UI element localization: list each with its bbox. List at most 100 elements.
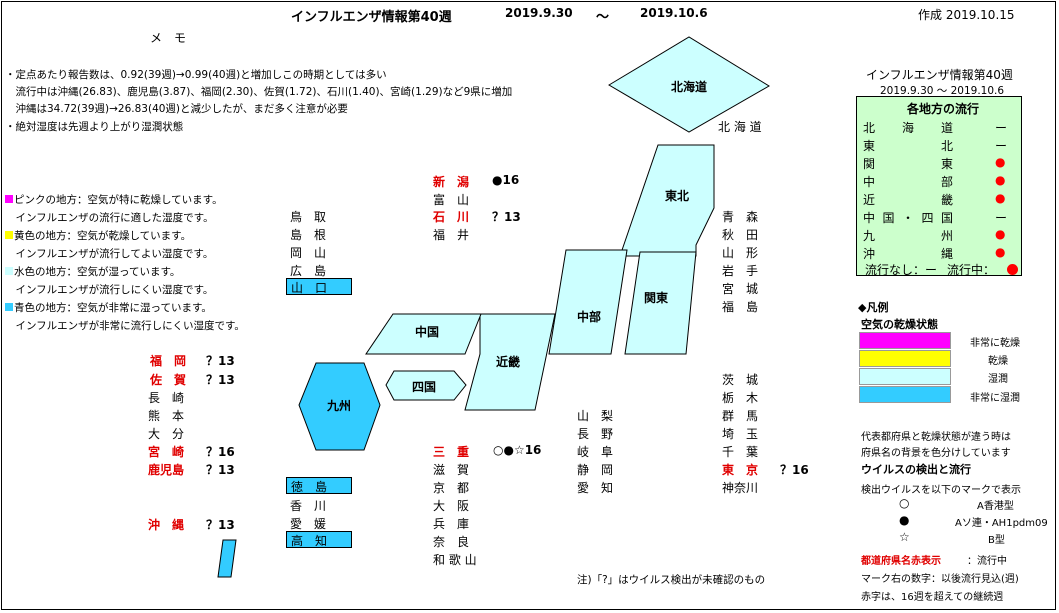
status-row: 関東● bbox=[863, 155, 1013, 172]
status-region: 九州 bbox=[863, 229, 953, 243]
pref-shiga: 滋 賀 bbox=[433, 463, 470, 477]
status-active-icon: ● bbox=[995, 191, 1006, 205]
status-none: ー bbox=[995, 211, 1008, 225]
status-active-icon: ● bbox=[995, 227, 1006, 241]
legend-virus-title: ウイルスの検出と流行 bbox=[861, 463, 971, 476]
memo-line: 流行中は沖縄(26.83)、鹿児島(3.87)、福岡(2.30)、佐賀(1.72… bbox=[5, 86, 513, 98]
legend-very-humid: 非常に湿潤 bbox=[970, 393, 1020, 404]
region-kinki bbox=[464, 313, 556, 411]
yellow-swatch bbox=[5, 231, 13, 239]
pref-yamanashi: 山 梨 bbox=[577, 409, 614, 423]
status-region: 中部 bbox=[863, 175, 953, 189]
pref-hyogo: 兵 庫 bbox=[433, 517, 470, 531]
status-region: 中国・四国 bbox=[863, 211, 953, 225]
pink-swatch bbox=[5, 195, 13, 203]
pref-ishikawa: 石 川 bbox=[433, 210, 470, 224]
pref-kochi: 高 知 bbox=[286, 531, 352, 548]
memo-line: ・絶対湿度は先週より上がり湿潤状態 bbox=[5, 121, 184, 133]
pref-aichi: 愛 知 bbox=[577, 481, 614, 495]
pref-nagasaki: 長 崎 bbox=[148, 391, 185, 405]
pref-mie: 三 重 bbox=[433, 445, 470, 459]
humidity-note: 水色の地方：空気が湿っています。 bbox=[14, 266, 181, 278]
region-label-chugoku: 中国 bbox=[415, 324, 439, 339]
pref-nagano: 長 野 bbox=[577, 427, 614, 441]
status-row: 九州 ● bbox=[863, 227, 1013, 244]
status-region: 沖縄 bbox=[863, 247, 953, 261]
regional-status-panel: 各地方の流行 北海道ー 東北ー 関東● 中部● 近畿● 中国・四国ー 九州● 沖… bbox=[856, 96, 1022, 277]
region-label-kyushu: 九州 bbox=[326, 398, 351, 413]
humidity-note: 黄色の地方：空気が乾燥しています。 bbox=[14, 230, 192, 242]
status-active-icon: ● bbox=[995, 245, 1006, 259]
legend-note: 府県名の背景を色分けしています bbox=[861, 448, 1011, 459]
date-from: 2019.9.30 bbox=[505, 6, 573, 20]
region-label-shikoku: 四国 bbox=[412, 380, 436, 394]
status-row: 東北ー bbox=[863, 137, 1013, 154]
legend-note: 代表都府県と乾燥状態が違う時は bbox=[861, 432, 1011, 443]
legend-swatch-dry bbox=[859, 350, 951, 367]
mark-mie: ○●☆16 bbox=[493, 443, 542, 457]
mark-saga: ？13 bbox=[206, 373, 235, 387]
mark-kagoshima: ？13 bbox=[206, 463, 235, 477]
mark-okinawa: ？13 bbox=[206, 518, 235, 532]
pref-shimane: 島 根 bbox=[290, 228, 327, 242]
pref-gifu: 岐 阜 bbox=[577, 445, 614, 459]
pref-kagawa: 香 川 bbox=[290, 499, 327, 513]
panel-title: インフルエンザ情報第40週 bbox=[866, 68, 1013, 82]
footnote: 注)「?」はウイルス検出が未確認のもの bbox=[577, 574, 766, 586]
pref-saga: 佐 賀 bbox=[150, 373, 187, 387]
light-blue-swatch bbox=[5, 267, 13, 275]
pref-okinawa: 沖 縄 bbox=[148, 518, 185, 532]
pref-tokushima: 徳 島 bbox=[286, 477, 352, 494]
legend-red-label: 都道府県名赤表示 bbox=[861, 556, 941, 567]
legend-mark-a-h3-icon: ○ bbox=[899, 496, 910, 510]
status-none: ー bbox=[995, 121, 1008, 135]
status-row: 北海道ー bbox=[863, 119, 1013, 136]
region-label-hokkaido: 北海道 bbox=[671, 79, 707, 94]
pref-akita: 秋 田 bbox=[722, 228, 759, 242]
status-active-icon: ● bbox=[995, 173, 1006, 187]
pref-miyagi: 宮 城 bbox=[722, 282, 759, 296]
mark-fukuoka: ？13 bbox=[206, 354, 235, 368]
pref-fukuoka: 福 岡 bbox=[150, 354, 187, 368]
date-to: 2019.10.6 bbox=[640, 6, 708, 20]
pref-nara: 奈 良 bbox=[433, 535, 470, 549]
pref-toyama: 富 山 bbox=[433, 193, 470, 207]
region-chubu bbox=[548, 249, 628, 355]
region-label-chubu: 中部 bbox=[577, 309, 601, 324]
memo-title: メ モ bbox=[150, 31, 187, 45]
humidity-note: インフルエンザの流行に適した湿度です。 bbox=[5, 212, 214, 224]
region-kyushu bbox=[298, 362, 381, 451]
pref-shizuoka: 静 岡 bbox=[577, 463, 614, 477]
panel-footer-none: 流行なし：ー bbox=[865, 263, 938, 277]
mark-ishikawa: ？13 bbox=[492, 210, 521, 224]
humidity-note: インフルエンザが流行してよい湿度です。 bbox=[5, 248, 214, 260]
legend-label-a-h1: Aソ連・AH1pdm09 bbox=[955, 518, 1048, 529]
pref-hiroshima: 広 島 bbox=[290, 264, 327, 278]
legend-mark-number: マーク右の数字：以後流行見込(週) bbox=[861, 574, 1019, 585]
pref-niigata: 新 潟 bbox=[433, 175, 470, 189]
pref-kagoshima: 鹿児島 bbox=[148, 463, 185, 477]
status-row: 近畿● bbox=[863, 191, 1013, 208]
pref-tokyo: 東 京 bbox=[722, 463, 759, 477]
legend-mark-a-h1-icon: ● bbox=[899, 513, 910, 527]
pref-tochigi: 栃 木 bbox=[722, 391, 759, 405]
pref-iwate: 岩 手 bbox=[722, 264, 759, 278]
panel-dates: 2019.9.30 〜 2019.10.6 bbox=[880, 85, 1005, 97]
blue-swatch bbox=[5, 303, 13, 311]
legend-swatch-very-humid bbox=[859, 386, 951, 403]
mark-tokyo: ？16 bbox=[780, 463, 809, 477]
humidity-note: インフルエンザが非常に流行しにくい湿度です。 bbox=[5, 320, 245, 332]
mark-niigata: ●16 bbox=[492, 173, 520, 187]
legend-swatch-humid bbox=[859, 368, 951, 385]
humidity-note: 青色の地方：空気が非常に湿っています。 bbox=[14, 302, 212, 314]
panel-heading: 各地方の流行 bbox=[907, 102, 980, 116]
legend-very-dry: 非常に乾燥 bbox=[970, 338, 1020, 349]
legend-red-desc: ：流行中 bbox=[967, 556, 1007, 567]
status-row: 中部 ● bbox=[863, 173, 1013, 190]
pref-gunma: 群 馬 bbox=[722, 409, 759, 423]
mark-miyazaki: ？16 bbox=[206, 445, 235, 459]
status-region: 東北 bbox=[863, 139, 953, 153]
status-region: 関東 bbox=[863, 157, 953, 171]
pref-yamaguchi: 山 口 bbox=[286, 278, 352, 295]
